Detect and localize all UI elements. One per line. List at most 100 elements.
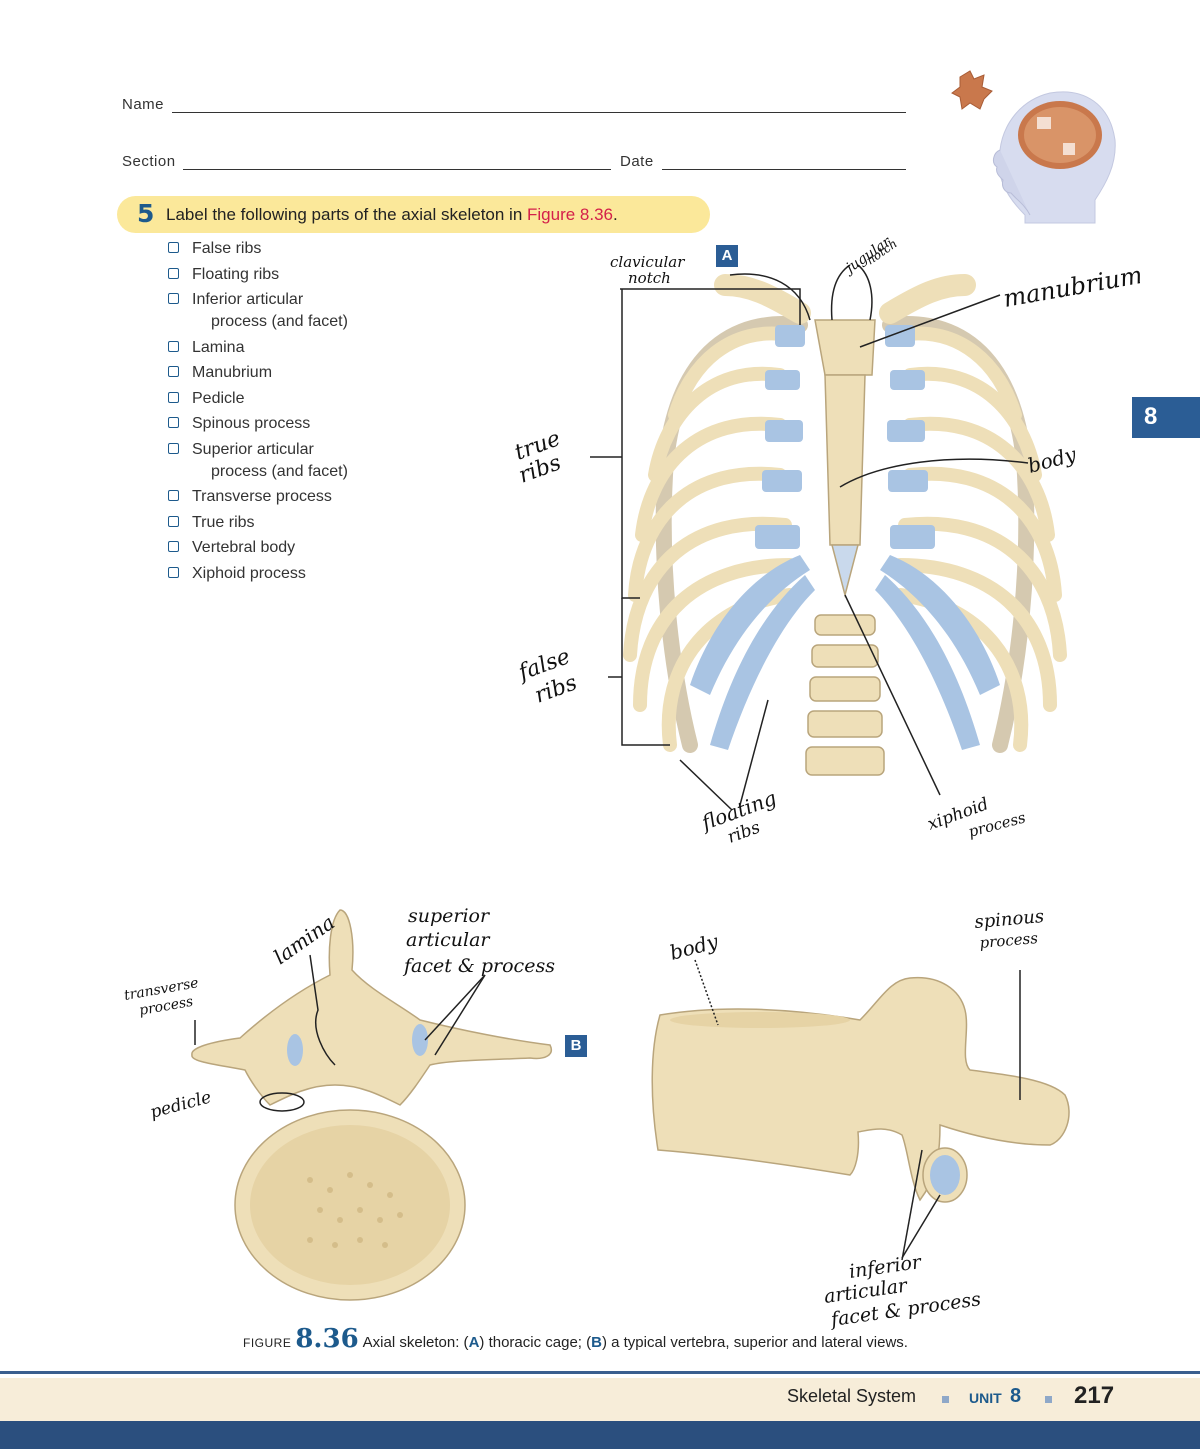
checklist-item-label: Inferior articular [192,291,304,308]
label-manubrium: manubrium [1001,261,1140,313]
caption-text-2: ) thoracic cage; ( [479,1334,592,1351]
footer-chapter-title: Skeletal System [787,1386,917,1406]
date-line[interactable] [662,169,906,170]
checklist-item[interactable]: Floating ribs [166,264,348,286]
checklist-item[interactable]: True ribs [166,512,348,534]
section-line[interactable] [183,169,611,170]
name-line[interactable] [172,112,906,113]
sternum [814,319,876,598]
label-superior-articular-line3: facet & process [402,955,555,977]
checklist-item-label: Manubrium [192,364,273,381]
label-spinous-process-line2: process [979,929,1039,952]
spongy-bone-texture [307,1172,403,1248]
chapter-tab-number: 8 [1144,403,1158,430]
checklist-item-label: Xiphoid process [192,564,306,582]
checkbox[interactable] [168,391,179,403]
footer-unit-word: UNIT [969,1390,1002,1406]
figure-label-a: A [716,245,738,267]
checklist-item[interactable]: Lamina [166,337,348,359]
checklist-item[interactable]: False ribs [166,238,348,260]
checkbox[interactable] [168,442,179,454]
thoracic-cage-illustration [590,264,1067,811]
lateral-leader-lines [694,959,1021,1261]
checklist-item-label: Floating ribs [192,265,280,283]
vertebral-body-top [670,1012,850,1028]
footer-separator [942,1396,949,1403]
label-clavicular-notch-line2: notch [628,269,671,287]
vertebra-superior-view: transverse process lamina superior artic… [123,905,555,1301]
caption-label-b: B [591,1334,602,1351]
checklist-item-label: Superior articular [192,440,314,458]
task-text-after: . [613,205,618,224]
caption-figure-number: 8.36 [295,1324,359,1354]
thoracic-handwritten-labels: clavicular notch jugular notch manubrium… [512,233,1140,847]
checklist-item[interactable]: Superior articular process (and facet) [166,439,348,483]
footer-unit-number: 8 [1010,1385,1022,1407]
task-number: 5 [137,199,155,228]
checklist-item-label: False ribs [192,240,262,257]
page-number: 217 [1074,1382,1115,1409]
figure-label-b: B [565,1035,587,1057]
label-pedicle: pedicle [148,1087,213,1122]
checklist-item-label: True ribs [192,513,255,531]
checklist-item-label: Vertebral body [192,539,296,556]
checklist-item[interactable]: Transverse process [166,486,348,508]
caption-figure-word: FIGURE [243,1336,292,1350]
brain-puzzle-icon [951,70,1116,224]
vertebral-body-spongy [250,1125,450,1285]
footer-top-rule [0,1371,1200,1374]
checklist-item-label: Spinous process [192,415,311,432]
footer-band [0,1378,1200,1421]
task-instruction: Label the following parts of the axial s… [166,205,618,225]
checkbox[interactable] [168,490,179,501]
checkbox[interactable] [168,293,179,304]
checklist-item-label: Transverse process [192,488,332,505]
task-text-before: Label the following parts of the axial s… [166,205,528,224]
costal-cartilage [690,325,1000,750]
label-superior-articular-line2: articular [406,929,491,951]
name-label: Name [122,96,165,113]
caption-label-a: A [468,1334,480,1351]
checklist-item-sublabel: process (and facet) [211,313,348,330]
checklist-item[interactable]: Inferior articular process (and facet) [166,289,348,333]
vertebra-lateral-view: body spinous process inferior articular … [651,906,1070,1330]
checklist-item-label: Lamina [192,338,245,356]
vertebra-lateral-bone [651,976,1070,1202]
label-superior-articular-line1: superior [408,905,491,927]
task-banner: 5 Label the following parts of the axial… [117,196,710,233]
leader-lines [590,264,1029,811]
checkbox[interactable] [168,242,179,253]
right-superior-facet [412,1024,428,1056]
checklist-item-label: Pedicle [192,389,245,407]
checklist-item[interactable]: Manubrium [166,362,348,384]
label-vertebral-body: body [667,929,721,965]
checkbox[interactable] [168,541,179,552]
figure-reference-link[interactable]: Figure 8.36 [527,205,614,224]
checklist-item[interactable]: Vertebral body [166,537,348,559]
vertebral-column [805,614,885,776]
checklist-item[interactable]: Xiphoid process [166,563,348,585]
section-label: Section [122,153,176,170]
label-checklist: False ribs Floating ribs Inferior articu… [166,238,348,588]
vertebra-leader-lines [194,954,486,1112]
checkbox[interactable] [168,566,179,578]
chapter-tab: 8 [1132,397,1200,438]
clavicles [714,274,976,324]
checklist-item[interactable]: Pedicle [166,388,348,410]
checkbox[interactable] [168,267,179,279]
caption-text-1: Axial skeleton: ( [362,1334,469,1351]
date-label: Date [620,153,654,170]
checklist-item[interactable]: Spinous process [166,413,348,435]
checkbox[interactable] [168,366,179,377]
footer-separator [1045,1396,1052,1403]
checklist-item-sublabel: process (and facet) [211,462,348,480]
rib-set [623,326,1067,752]
label-lamina: lamina [269,910,339,969]
checkbox[interactable] [168,417,179,428]
footer-bottom-bar [0,1421,1200,1449]
caption-text-3: ) a typical vertebra, superior and later… [601,1334,908,1351]
label-clavicular-notch-line1: clavicular [610,253,685,271]
checkbox[interactable] [168,515,179,527]
checkbox[interactable] [168,340,179,352]
